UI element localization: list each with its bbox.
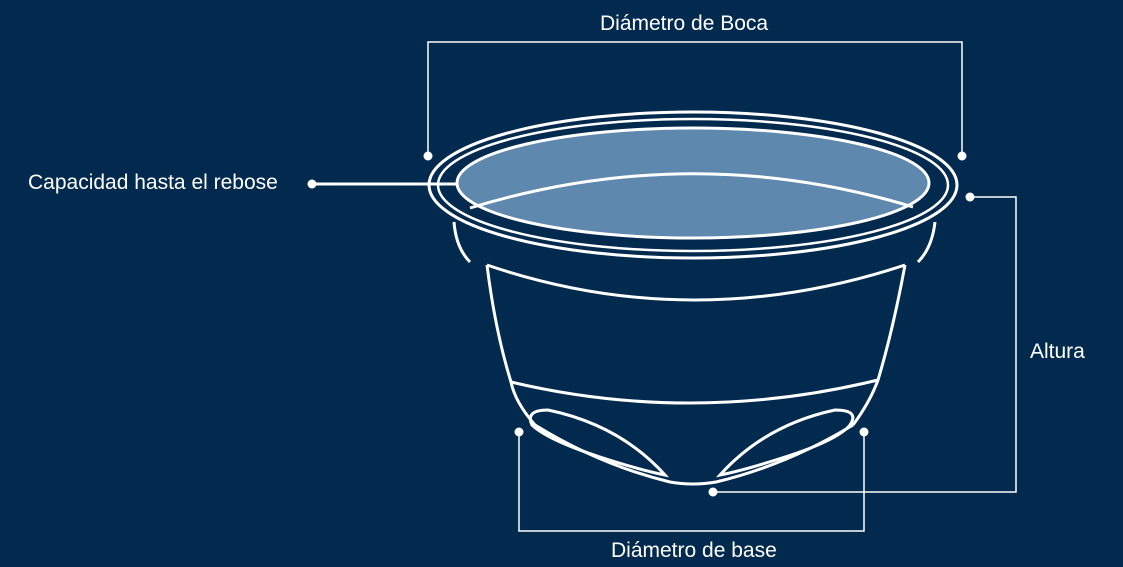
label-height: Altura [1030,340,1085,363]
label-mouth-diameter: Diámetro de Boca [600,12,769,35]
dimension-line-base [518,432,865,532]
dimension-dot-mouth-right [957,151,967,161]
dimension-line-mouth [427,41,963,156]
dimension-dot-base-left [514,427,524,437]
rim-band [452,221,472,264]
cup-side-right [851,264,907,426]
foot-left [528,408,670,478]
dimension-dot-height-bottom [708,487,718,497]
liquid-surface [455,126,931,240]
dimension-dot-mouth-left [423,151,433,161]
label-overflow-capacity: Capacidad hasta el rebose [28,171,278,194]
foot-right [715,408,855,478]
rim-band-right [916,221,937,264]
base-bottom [534,423,854,486]
label-base-diameter: Diámetro de base [611,539,777,562]
rim-bottom-line [486,263,906,302]
base-ring [510,378,879,405]
dimension-dot-height-top [965,192,975,202]
dimension-dot-base-right [859,427,869,437]
cup-side-left [485,264,537,426]
dimension-dot-capacity [307,179,317,189]
liquid-line [469,172,914,210]
